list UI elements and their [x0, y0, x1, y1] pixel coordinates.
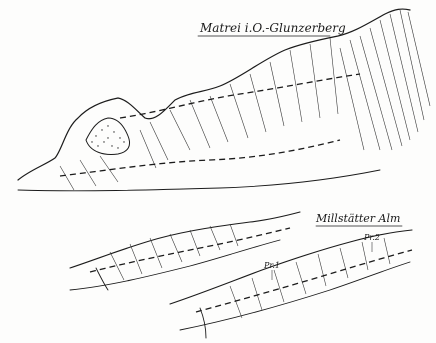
glunzerberg-stipple: [91, 125, 124, 148]
millstaetter-right-base: [180, 262, 410, 330]
glunzerberg-slip-surface-lower: [60, 140, 340, 176]
glunzerberg-slide-mass: [86, 118, 130, 154]
glunzerberg-title: Matrei i.O.-Glunzerberg: [199, 21, 346, 35]
glunzerberg-bedding-lines: [60, 38, 338, 190]
millstaetter-left-bedding: [110, 224, 238, 280]
glunzerberg-section: Matrei i.O.-Glunzerberg: [18, 9, 430, 191]
millstaetter-right-slip-surface: [196, 250, 412, 312]
millstaetter-right-toe: [200, 308, 206, 338]
profile-marker-pr1: Pr.1: [263, 261, 280, 270]
glunzerberg-slip-surface-upper: [120, 74, 360, 118]
millstaetter-section: Millstätter Alm Pr.1: [70, 212, 412, 338]
millstaetter-title: Millstätter Alm: [315, 212, 400, 225]
millstaetter-left-base: [70, 240, 280, 290]
glunzerberg-base: [18, 170, 380, 191]
millstaetter-left-slope: [70, 212, 300, 268]
profile-marker-pr2: Pr.2: [363, 233, 380, 242]
millstaetter-right-bedding: [230, 238, 390, 318]
